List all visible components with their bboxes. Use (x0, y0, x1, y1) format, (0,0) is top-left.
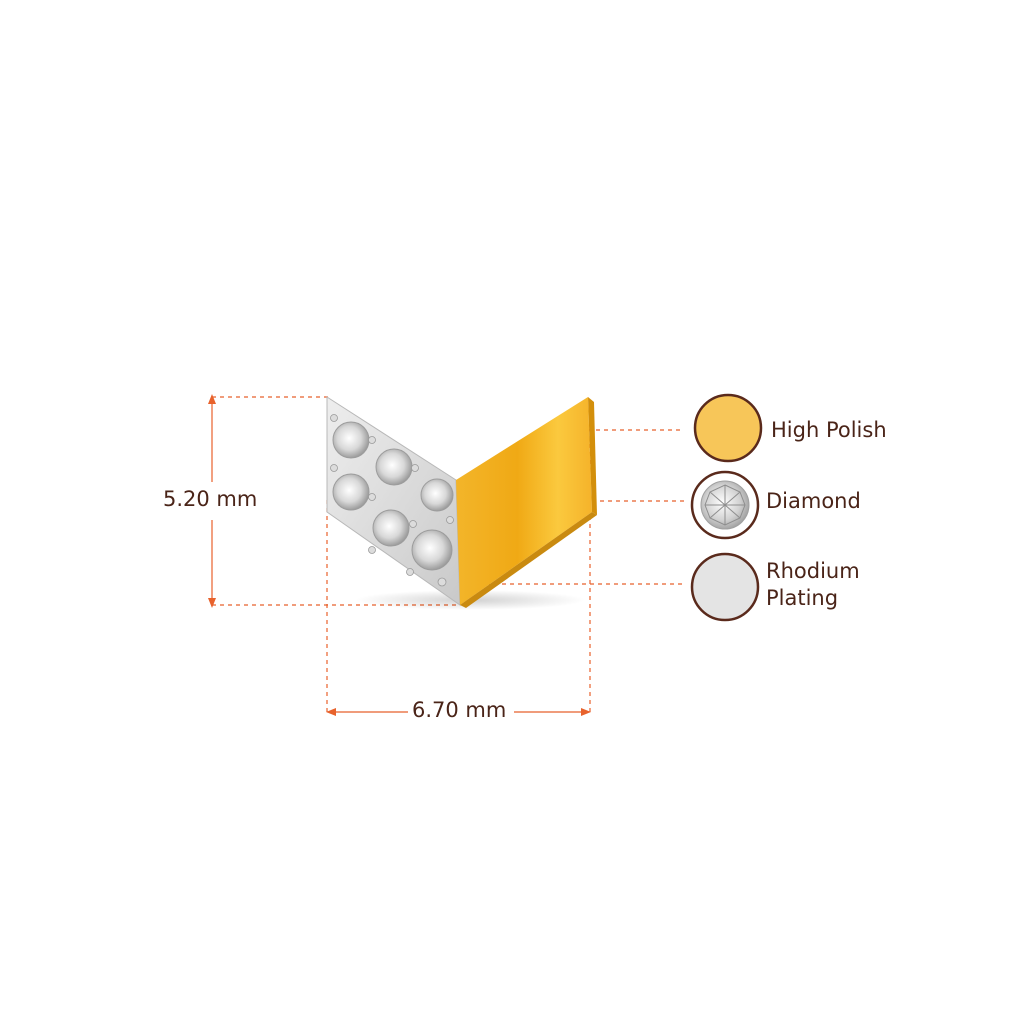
prong (368, 493, 376, 501)
legend-label-rhodium-plating: Rhodium Plating (766, 559, 860, 610)
width-arrow-left (326, 708, 336, 716)
gold-panel-edge (588, 397, 597, 515)
diamond-stone (332, 421, 370, 459)
height-arrow-top (208, 394, 216, 404)
height-dimension-label: 5.20 mm (163, 487, 258, 511)
width-arrow-right (581, 708, 591, 716)
swatch-diamond (690, 470, 760, 540)
prong (446, 516, 454, 524)
legend-label-diamond: Diamond (766, 489, 861, 513)
swatch-high-polish (693, 393, 763, 463)
diamond-stone (375, 448, 413, 486)
diamond-stone (332, 473, 370, 511)
gold-panel-bottom-edge (460, 512, 597, 608)
prong (409, 520, 417, 528)
product-image (326, 396, 597, 610)
prong (368, 436, 376, 444)
legend-label-high-polish: High Polish (771, 418, 887, 442)
prong (330, 414, 338, 422)
prongs (330, 414, 454, 587)
diamond-stones (332, 421, 454, 571)
height-arrow-bottom (208, 598, 216, 608)
diamond-stone (420, 478, 454, 512)
swatch-rhodium-plating (690, 552, 760, 622)
prong (368, 546, 376, 554)
prong (411, 464, 419, 472)
prong (437, 577, 447, 587)
gold-panel (456, 397, 592, 605)
width-dimension-label: 6.70 mm (412, 698, 507, 722)
diamond-stone (372, 509, 410, 547)
diamond-stone (411, 529, 453, 571)
legend-swatches (690, 393, 763, 622)
prong (406, 568, 414, 576)
prong (330, 464, 338, 472)
